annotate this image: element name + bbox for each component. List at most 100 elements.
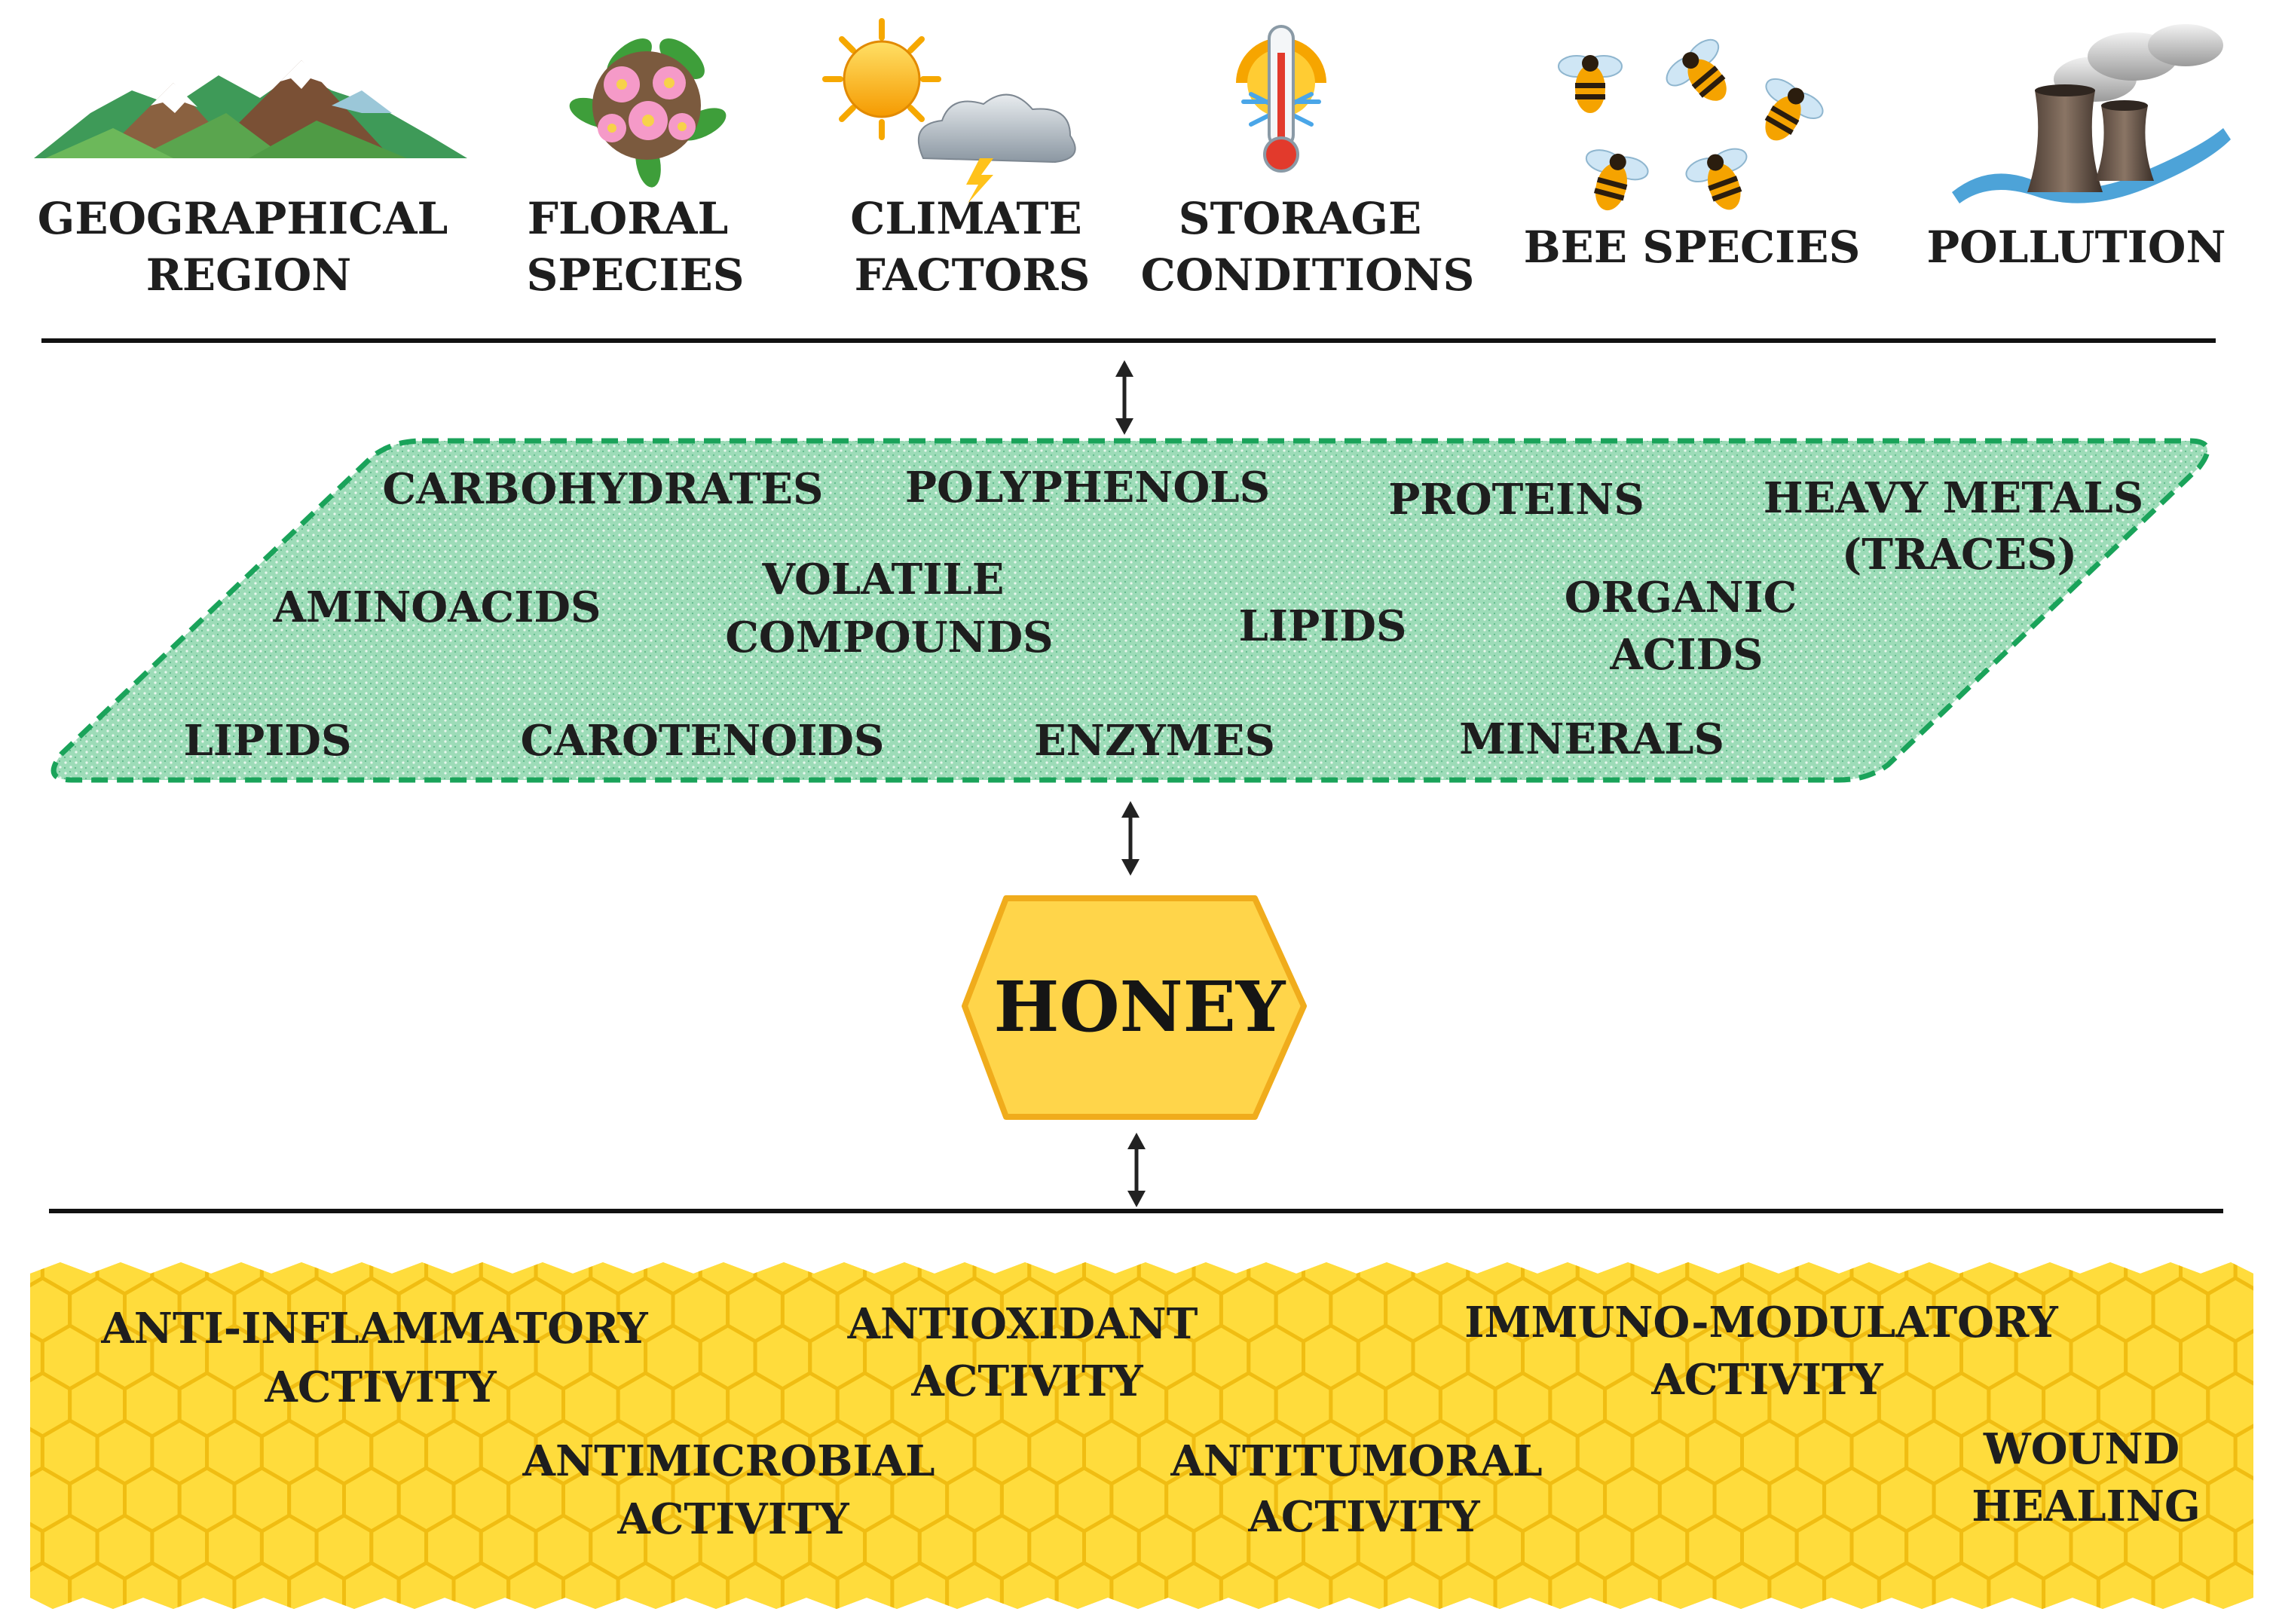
honeycomb-cell bbox=[1877, 1561, 1936, 1609]
factor-label: CLIMATE bbox=[850, 193, 1081, 244]
composition-item: ACIDS bbox=[1609, 630, 1763, 680]
composition-item: LIPIDS bbox=[1239, 601, 1407, 651]
activity-item: ACTIVITY bbox=[264, 1363, 497, 1412]
activity-item: HEALING bbox=[1972, 1482, 2201, 1531]
composition-item: (TRACES) bbox=[1842, 530, 2077, 580]
activity-item: ANTIOXIDANT bbox=[847, 1299, 1198, 1349]
honeycomb-cell bbox=[2151, 1561, 2210, 1609]
factor-label: FLORAL bbox=[528, 193, 728, 244]
honey-label: HONEY bbox=[994, 966, 1286, 1047]
honeycomb-cell bbox=[890, 1561, 950, 1609]
honey-node: HONEY bbox=[962, 895, 1307, 1120]
honeycomb-cell bbox=[287, 1561, 346, 1609]
honeycomb-cell bbox=[835, 1561, 895, 1609]
composition-item: AMINOACIDS bbox=[273, 583, 601, 632]
factor-label: REGION bbox=[146, 249, 352, 301]
honeycomb-cell bbox=[1603, 1561, 1662, 1609]
factor-storage-conditions: STORAGE CONDITIONS bbox=[1141, 193, 1475, 301]
factor-geographical-region: GEOGRAPHICAL REGION bbox=[38, 193, 448, 301]
honeycomb-cell bbox=[177, 1561, 237, 1609]
honeycomb-cell bbox=[396, 1561, 456, 1609]
honeycomb-band bbox=[30, 1262, 2276, 1624]
honeycomb-cell bbox=[1987, 1561, 2046, 1609]
composition-item: COMPOUNDS bbox=[725, 613, 1053, 662]
composition-item: CAROTENOIDS bbox=[521, 716, 885, 766]
mountains-icon bbox=[34, 60, 467, 158]
honeycomb-cell bbox=[2263, 1373, 2276, 1436]
activity-item: WOUND bbox=[1983, 1424, 2180, 1474]
honeycomb-cell bbox=[999, 1561, 1059, 1609]
honeycomb-cell bbox=[68, 1561, 127, 1609]
honeycomb-cell bbox=[451, 1561, 511, 1609]
activity-item: IMMUNO-MODULATORY bbox=[1464, 1298, 2058, 1347]
factory-smokestacks-icon bbox=[1952, 24, 2231, 203]
composition-item: HEAVY METALS bbox=[1764, 473, 2143, 523]
honeycomb-cell bbox=[123, 1561, 182, 1609]
honeycomb-cell bbox=[1822, 1561, 1881, 1609]
factor-label: STORAGE bbox=[1179, 193, 1422, 244]
composition-panel bbox=[50, 438, 2210, 783]
honeycomb-cell bbox=[1329, 1561, 1388, 1609]
composition-item: MINERALS bbox=[1459, 714, 1724, 764]
double-arrow bbox=[1115, 360, 1133, 435]
sun-storm-cloud-icon bbox=[822, 18, 1076, 203]
honeycomb-cell bbox=[671, 1561, 730, 1609]
activity-item: ACTIVITY bbox=[1247, 1492, 1480, 1542]
composition-item: POLYPHENOLS bbox=[905, 463, 1270, 512]
factor-pollution: BEE SPECIES POLLUTION bbox=[1927, 222, 2226, 273]
honeycomb-cell bbox=[232, 1561, 292, 1609]
factor-label: BEE SPECIES bbox=[1524, 222, 1861, 273]
composition-item: ENZYMES bbox=[1034, 716, 1275, 766]
composition-item: VOLATILE bbox=[762, 555, 1005, 604]
activity-item: ANTI-INFLAMMATORY bbox=[100, 1304, 648, 1353]
honeycomb-cell bbox=[1054, 1561, 1114, 1609]
honeycomb-cell bbox=[1712, 1561, 1772, 1609]
honeycomb-cell bbox=[506, 1561, 565, 1609]
honeycomb-cell bbox=[1932, 1561, 1991, 1609]
honeycomb-cell bbox=[1548, 1561, 1608, 1609]
honeycomb-cell bbox=[2263, 1278, 2276, 1341]
honeycomb-cell bbox=[2042, 1561, 2100, 1609]
honeycomb-cell bbox=[2206, 1561, 2253, 1609]
factor-floral-species: FLORAL SPECIES bbox=[526, 193, 744, 301]
factor-label: FACTORS bbox=[855, 249, 1091, 301]
double-arrow bbox=[1127, 1133, 1146, 1207]
factor-label: GEOGRAPHICAL bbox=[38, 193, 448, 244]
honeycomb-cell bbox=[30, 1561, 72, 1609]
honeycomb-cell bbox=[1493, 1561, 1553, 1609]
honeycomb-cell bbox=[616, 1561, 675, 1609]
activity-item: ACTIVITY bbox=[1650, 1355, 1883, 1405]
activity-item: ACTIVITY bbox=[910, 1356, 1143, 1406]
honeycomb-cell bbox=[1219, 1561, 1278, 1609]
composition-item: ORGANIC bbox=[1565, 573, 1797, 622]
composition-items: CARBOHYDRATES POLYPHENOLS PROTEINS HEAVY… bbox=[184, 463, 2144, 766]
honeycomb-cell bbox=[1109, 1561, 1169, 1609]
honeycomb-cell bbox=[1164, 1561, 1223, 1609]
factor-label: SPECIES bbox=[526, 249, 744, 301]
honeycomb-cell bbox=[1438, 1561, 1497, 1609]
honeycomb-cell bbox=[1384, 1561, 1442, 1609]
honeycomb-cell bbox=[1274, 1561, 1333, 1609]
activity-item: ANTITUMORAL bbox=[1170, 1436, 1542, 1486]
activity-item: ANTIMICROBIAL bbox=[522, 1436, 935, 1486]
composition-item: CARBOHYDRATES bbox=[383, 464, 824, 514]
factor-label: CONDITIONS bbox=[1141, 249, 1475, 301]
flower-icon bbox=[569, 38, 727, 188]
activity-items: ANTI-INFLAMMATORY ACTIVITY ANTIOXIDANT A… bbox=[100, 1298, 2200, 1544]
bees-icon bbox=[1558, 38, 1824, 211]
honeycomb-cell bbox=[780, 1561, 840, 1609]
factor-climate-factors: CLIMATE FACTORS bbox=[850, 193, 1090, 301]
honeycomb-cell bbox=[1657, 1561, 1717, 1609]
honeycomb-cell bbox=[726, 1561, 785, 1609]
honeycomb-cell bbox=[342, 1561, 401, 1609]
factor-bee-species: BEE SPECIES bbox=[1524, 222, 1861, 273]
double-arrow bbox=[1121, 801, 1140, 876]
activity-item: ACTIVITY bbox=[616, 1494, 849, 1544]
composition-item: PROTEINS bbox=[1388, 475, 1644, 525]
honeycomb-cell bbox=[945, 1561, 1004, 1609]
factor-label: POLLUTION bbox=[1927, 222, 2226, 273]
honeycomb-cell bbox=[2263, 1563, 2276, 1624]
composition-item: LIPIDS bbox=[184, 716, 352, 766]
honeycomb-cell bbox=[1767, 1561, 1827, 1609]
